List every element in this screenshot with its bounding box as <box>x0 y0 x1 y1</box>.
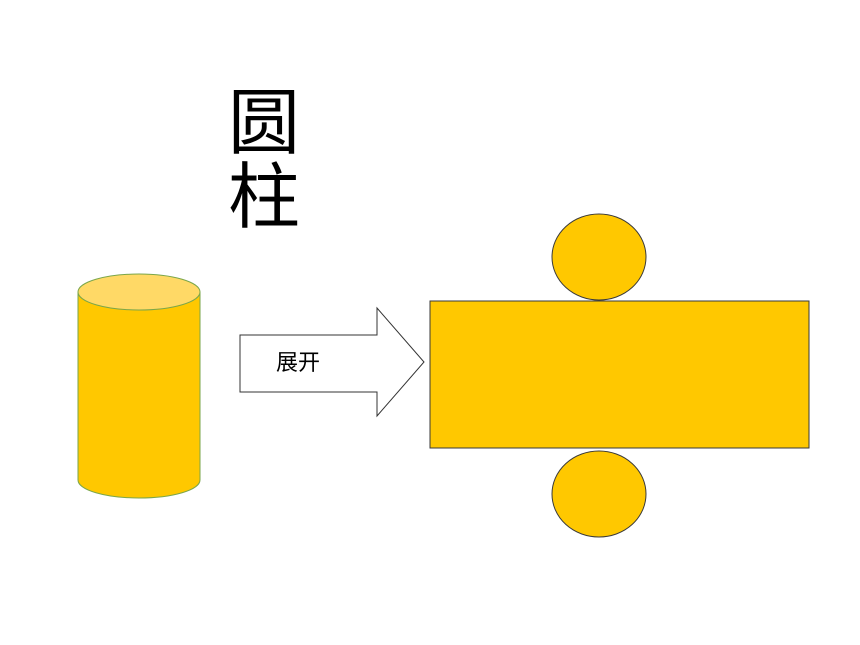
net-bottom-circle <box>551 450 647 538</box>
title-char-1: 圆 <box>228 81 301 165</box>
arrow-label: 展开 <box>276 351 321 376</box>
unfold-arrow <box>239 306 425 418</box>
cylinder-body <box>77 291 201 499</box>
page-title: 圆 柱 <box>228 86 308 234</box>
cylinder-net <box>429 213 810 538</box>
cylinder-top-face <box>77 273 201 311</box>
net-lateral-rectangle <box>429 300 810 449</box>
net-top-circle <box>551 213 647 301</box>
title-char-2: 柱 <box>228 155 301 239</box>
cylinder <box>77 273 201 499</box>
